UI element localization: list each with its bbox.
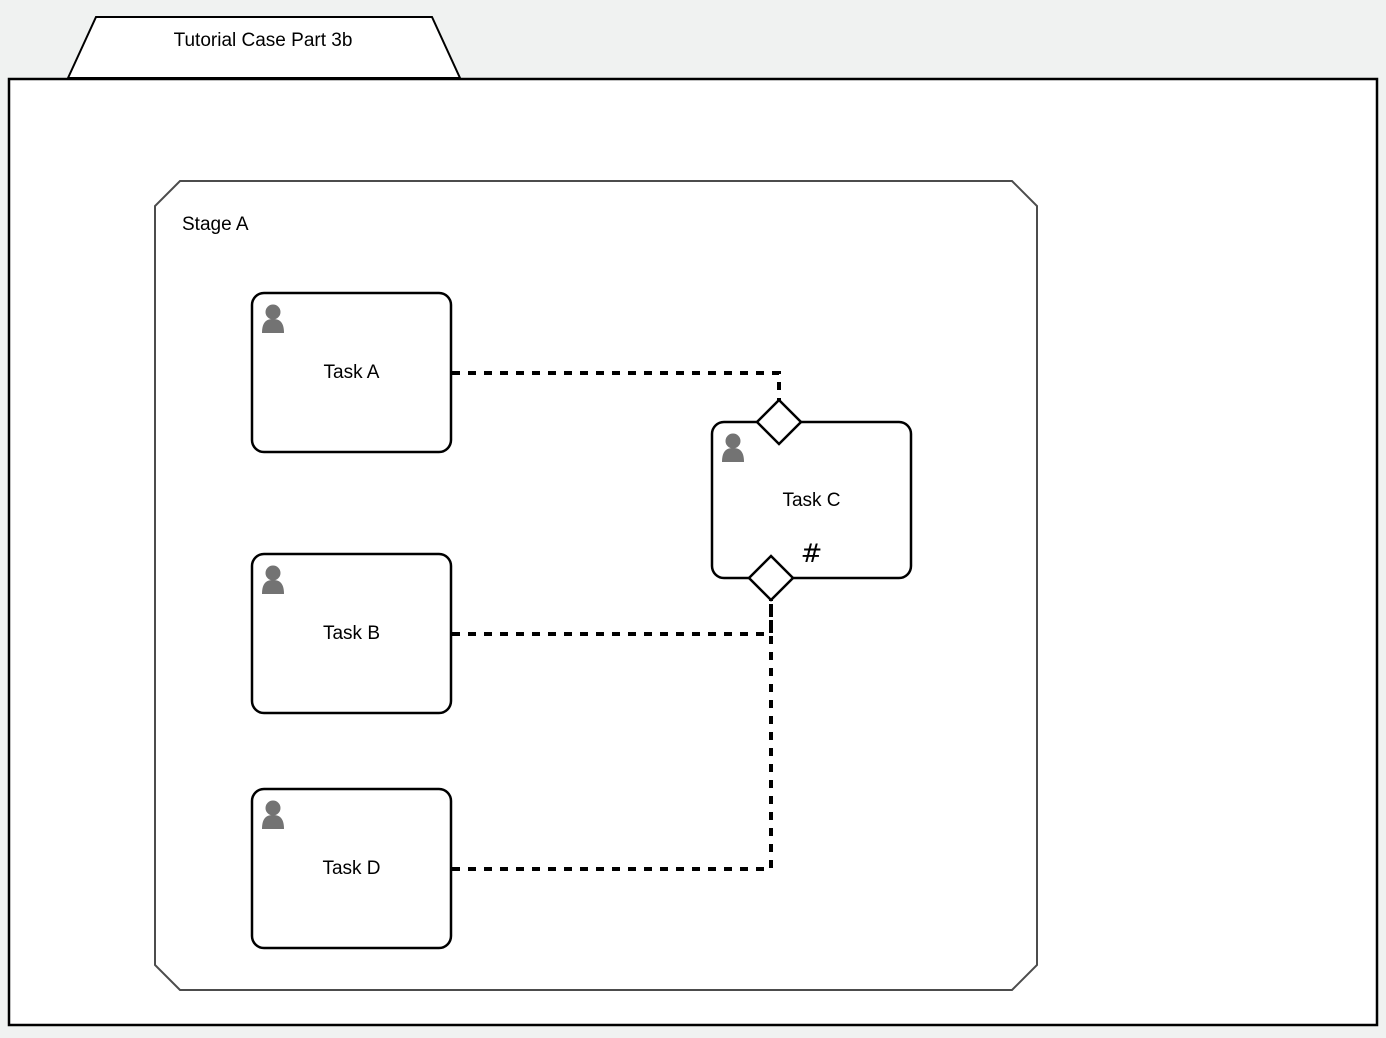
diamond-marker-bottom-icon[interactable] (747, 554, 795, 602)
task-b-box[interactable] (250, 552, 453, 715)
task-d-box[interactable] (250, 787, 453, 950)
task-node-a[interactable] (250, 291, 453, 454)
task-node-c[interactable] (710, 398, 913, 602)
task-node-d[interactable] (250, 787, 453, 950)
task-node-b[interactable] (250, 552, 453, 715)
connector-task-d-to-task-c[interactable] (452, 600, 773, 871)
connector-task-a-to-task-c[interactable] (452, 371, 781, 401)
user-icon (722, 433, 744, 462)
task-c-box[interactable] (710, 420, 913, 580)
user-icon (262, 800, 284, 829)
user-icon (262, 304, 284, 333)
title-tab[interactable] (66, 16, 462, 79)
diamond-marker-top-icon[interactable] (755, 398, 803, 446)
user-icon (262, 565, 284, 594)
task-a-box[interactable] (250, 291, 453, 454)
